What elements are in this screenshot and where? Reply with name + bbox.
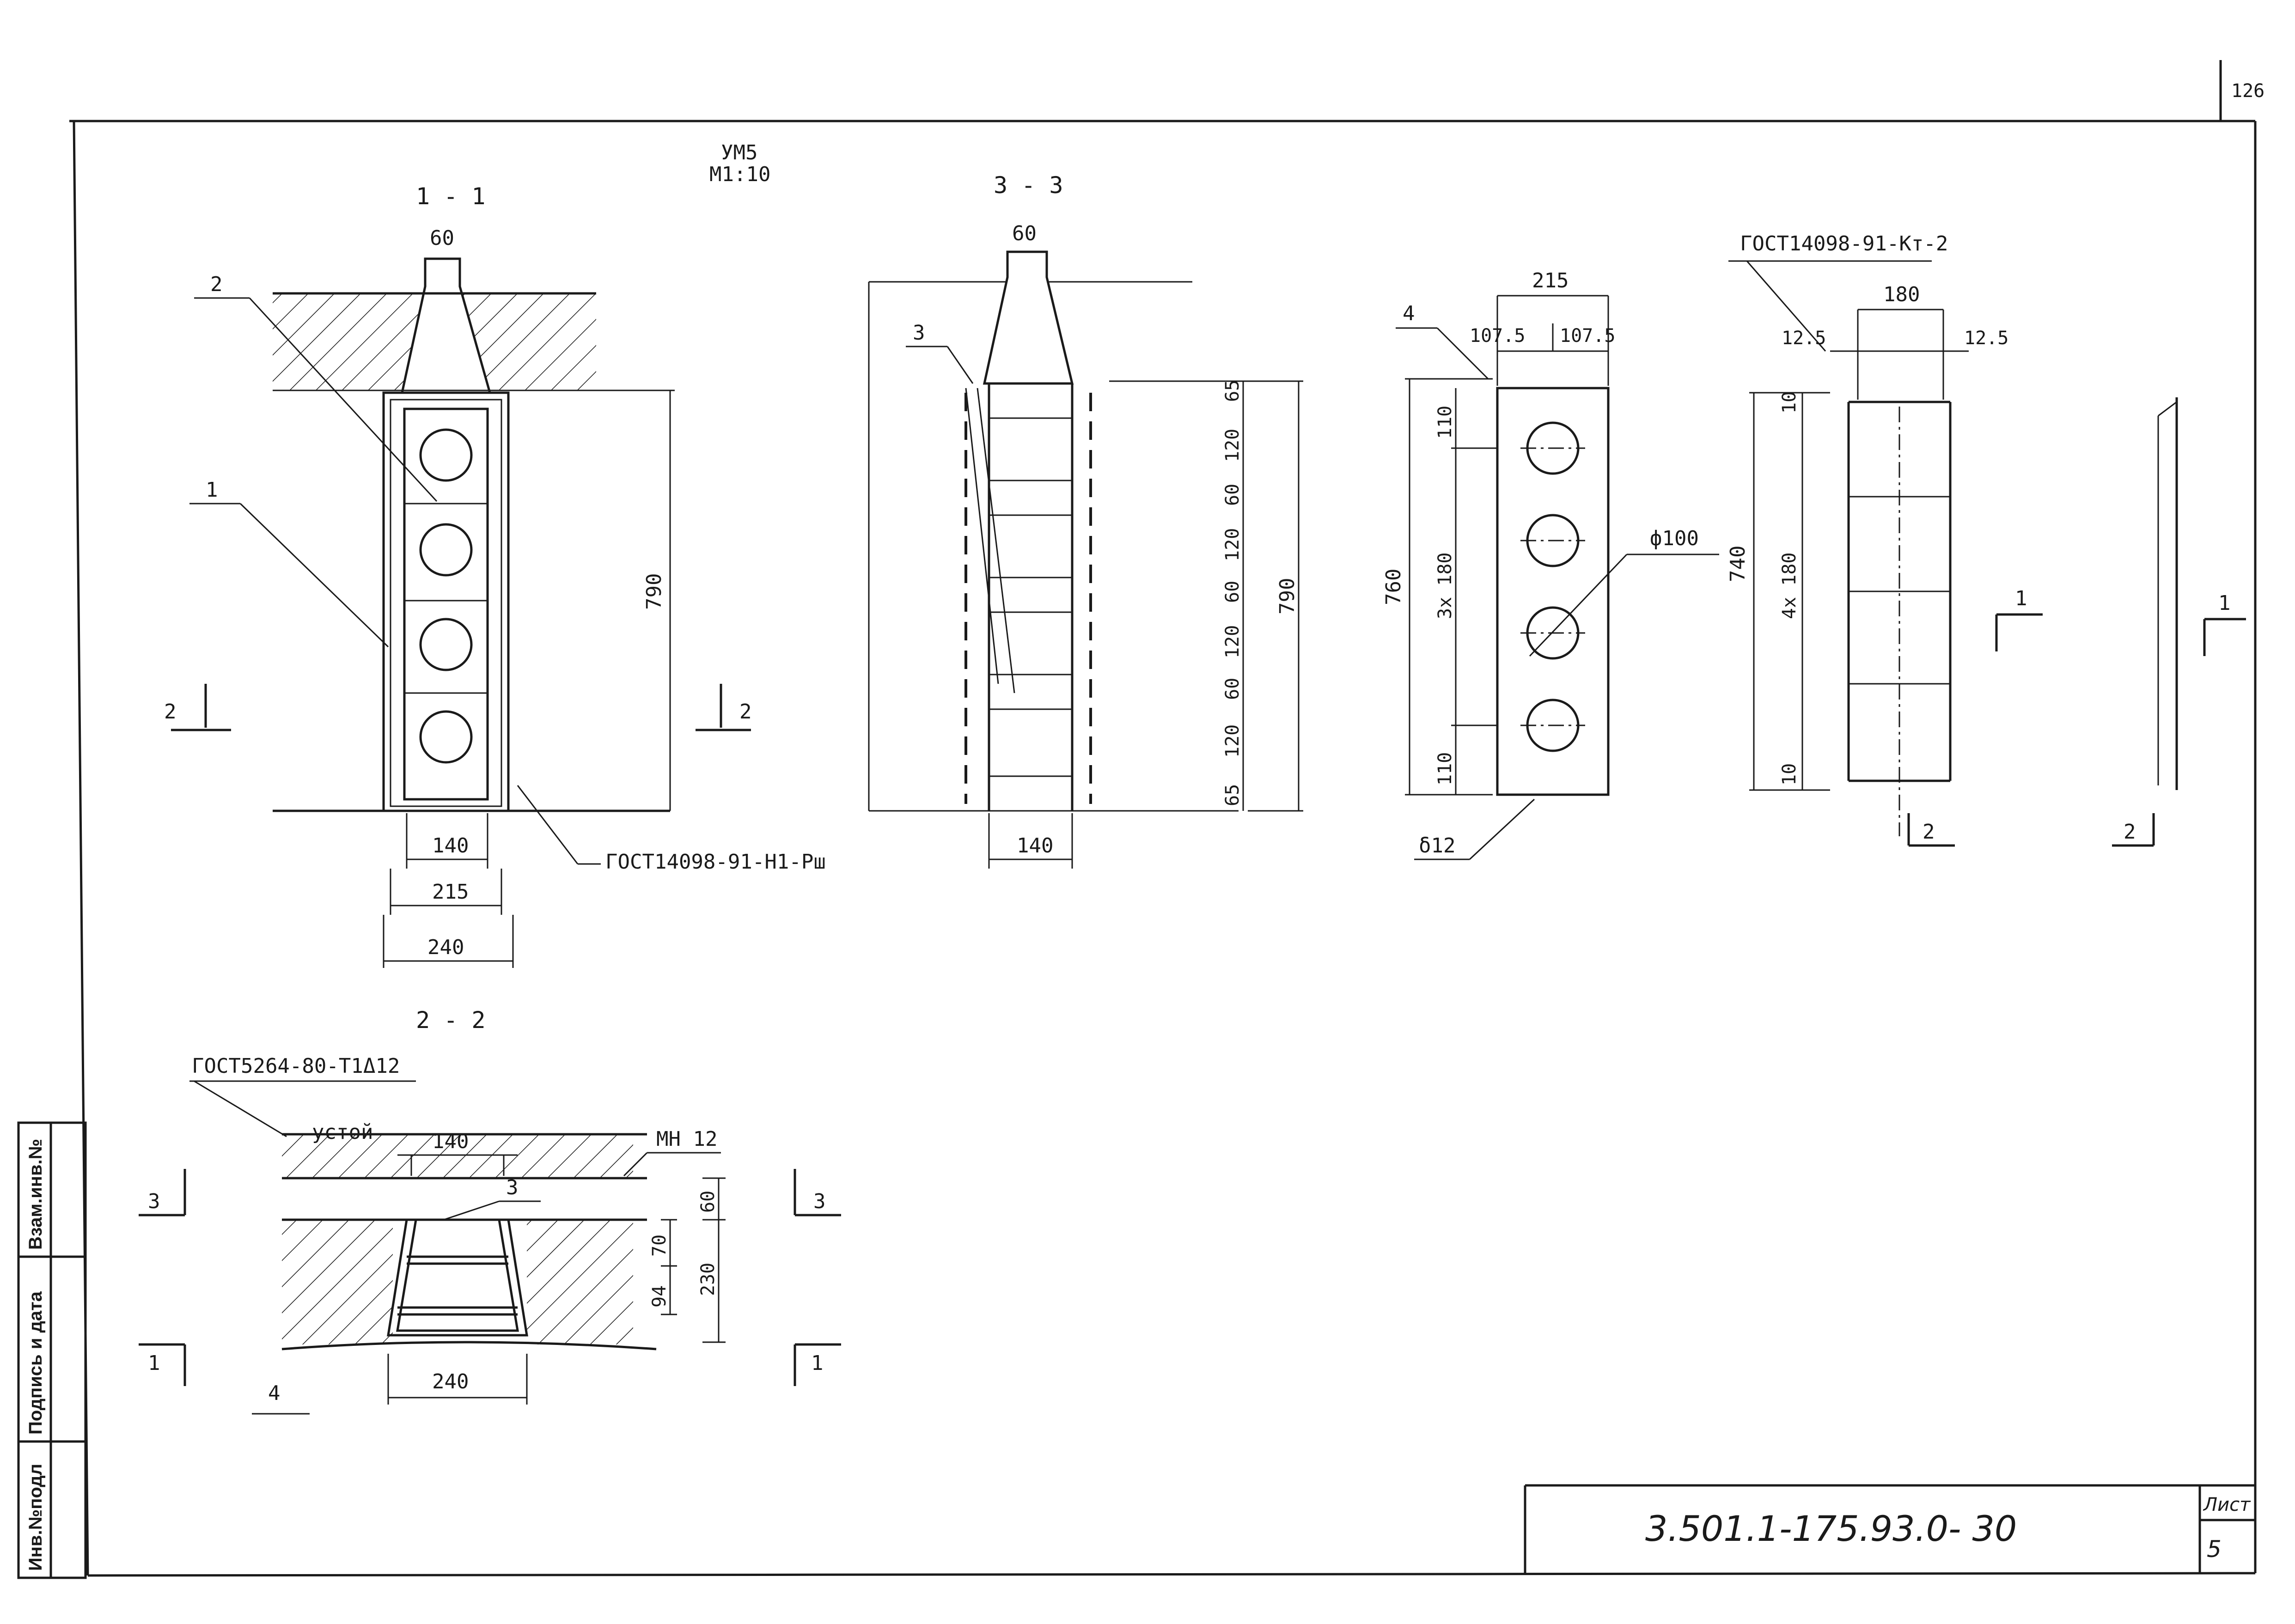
- cut-mark-2-right: 2: [739, 700, 752, 724]
- frame-height: 740: [1726, 546, 1750, 582]
- chain-dim: 120: [1222, 724, 1243, 758]
- dim-215-1-1: 215: [432, 880, 469, 904]
- hole-circle: [419, 523, 473, 577]
- gost-weld: ГОСТ5264-80-Т1Δ12: [192, 1054, 400, 1078]
- plate-callout: 4: [1403, 302, 1415, 325]
- anchor-bracket: [387, 1219, 528, 1337]
- frame-dim-mid: 4x 180: [1779, 553, 1800, 620]
- chain-dim: 120: [1222, 528, 1243, 561]
- page-number: 126: [2231, 80, 2264, 102]
- dim-140-2-2: 140: [432, 1130, 469, 1153]
- callout-3-2-2: 3: [506, 1176, 519, 1199]
- dim-60-2-2: 60: [697, 1191, 719, 1213]
- plate-hole-dia: ф100: [1650, 527, 1699, 550]
- view-frame: ГОСТ14098-91-Кт-2 180 12.5 12.5 740 10 4…: [1726, 232, 2043, 847]
- hole-circle: [419, 428, 473, 482]
- dim-240-1-1: 240: [427, 936, 464, 959]
- side-mark-2: 2: [2124, 820, 2136, 844]
- dim-top-3-3: 60: [1012, 222, 1037, 245]
- cut-mark-1-left: 1: [148, 1351, 160, 1375]
- cut-mark-3-right: 3: [813, 1190, 826, 1213]
- concrete-hatch-upper: [282, 1134, 633, 1178]
- frame-dim-top: 10: [1779, 391, 1800, 414]
- dim-94-2-2: 94: [649, 1285, 670, 1308]
- embedded-plate-outer: [382, 391, 510, 812]
- dim-70-2-2: 70: [649, 1235, 670, 1257]
- chain-dim: 60: [1222, 581, 1243, 603]
- stamp-inv-podl: Инв.№подл: [25, 1464, 46, 1571]
- frame-mark-1: 1: [2015, 587, 2027, 610]
- plate-dim-mid: 3x 180: [1434, 553, 1456, 620]
- plate-1-1: [403, 408, 489, 801]
- view-side: 1 2: [2112, 397, 2246, 847]
- anchor-neck-3-3: [983, 250, 1074, 385]
- dim-top-1-1: 60: [430, 226, 454, 250]
- hole-circle: [419, 710, 473, 764]
- plate-thickness: δ12: [1419, 834, 1455, 858]
- dim-total-3-3: 790: [1276, 578, 1299, 614]
- chain-dim: 65: [1222, 784, 1243, 806]
- stamp-vzam-inv: Взам.инв.№: [25, 1139, 46, 1250]
- gost-anchor-1-1: ГОСТ14098-91-Н1-Рш: [605, 850, 826, 874]
- doc-number: 3.501.1-175.93.0- 30: [1645, 1508, 2017, 1549]
- dim-bottom-3-3: 140: [1017, 834, 1053, 858]
- frame-edge-left: 12.5: [1782, 328, 1826, 349]
- cut-mark-3-left: 3: [148, 1190, 160, 1213]
- drawing-scale: М1:10: [709, 163, 770, 186]
- title-block: 3.501.1-175.93.0- 30 Лист 5: [1524, 1484, 2255, 1573]
- section-title-1-1: 1 - 1: [416, 183, 486, 210]
- view-plate: 215 107.5 107.5 760 110 3x 180 110 ф100 …: [1382, 269, 1719, 860]
- callout-1: 1: [206, 478, 218, 502]
- frame-mark-2: 2: [1923, 820, 1935, 844]
- dim-height-1-1: 790: [642, 573, 666, 610]
- sheet-number: 5: [2207, 1536, 2222, 1563]
- dim-140-1-1: 140: [432, 834, 469, 858]
- dim-240-2-2: 240: [432, 1370, 469, 1393]
- callout-4-2-2: 4: [268, 1381, 281, 1405]
- dim-230-2-2: 230: [697, 1263, 719, 1296]
- label-mn12: МН 12: [656, 1127, 717, 1151]
- frame-dim-bot: 10: [1779, 763, 1800, 785]
- view-2-2: 2 - 2 ГОСТ5264-80-Т1Δ12 устой 140 МН 12 …: [139, 1007, 841, 1415]
- chain-dim: 120: [1222, 429, 1243, 462]
- side-mark-1: 1: [2218, 591, 2231, 615]
- sheet-frame: [69, 60, 2257, 1577]
- side-stamp: Инв.№подл Подпись и дата Взам.инв.№: [17, 1121, 87, 1579]
- callout-2: 2: [210, 273, 223, 296]
- section-title-3-3: 3 - 3: [994, 172, 1063, 199]
- callout-3: 3: [913, 321, 925, 345]
- hole-circle: [419, 618, 473, 671]
- frame-gost: ГОСТ14098-91-Кт-2: [1740, 232, 1948, 255]
- frame-edge-right: 12.5: [1964, 328, 2008, 349]
- cut-mark-2-left: 2: [164, 700, 177, 724]
- chain-dim: 60: [1222, 678, 1243, 700]
- chain-dim: 120: [1222, 625, 1243, 658]
- frame-width: 180: [1883, 283, 1920, 306]
- chain-dim: 65: [1222, 380, 1243, 402]
- plate-dim-top: 110: [1434, 406, 1456, 439]
- drawing-code: УМ5: [721, 141, 757, 164]
- plate-width: 215: [1532, 269, 1569, 292]
- cut-mark-1-right: 1: [811, 1351, 824, 1375]
- stamp-signature-date: Подпись и дата: [25, 1291, 46, 1435]
- plate-half-left: 107.5: [1470, 325, 1525, 347]
- label-ustoy: устой: [312, 1120, 373, 1144]
- section-title-2-2: 2 - 2: [416, 1007, 486, 1034]
- plate-body: [1496, 387, 1610, 796]
- plate-dim-bot: 110: [1434, 752, 1456, 785]
- plate-height: 760: [1382, 569, 1405, 605]
- sheet-label: Лист: [2203, 1494, 2251, 1515]
- view-1-1: 1 - 1 60 790 140 215 240: [164, 183, 826, 968]
- chain-dim: 60: [1222, 484, 1243, 506]
- plate-half-right: 107.5: [1560, 325, 1615, 347]
- view-3-3: 3 - 3 60 65 120 60 120 60 120 60 120 65: [868, 172, 1303, 869]
